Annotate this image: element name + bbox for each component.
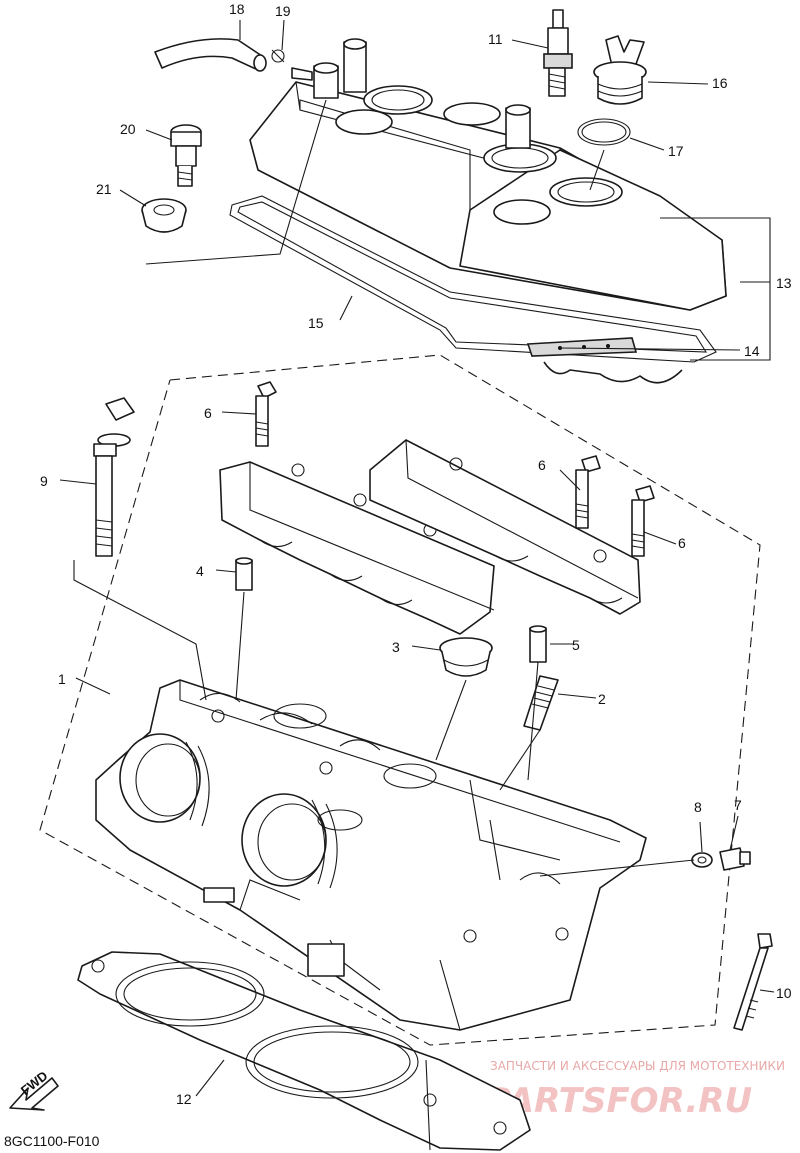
cover-bolt — [170, 124, 202, 187]
callout-6-center: 6 — [538, 457, 546, 473]
holder-bolt-left — [255, 381, 277, 447]
fwd-arrow-icon: FWD — [9, 1068, 59, 1111]
callout-3: 3 — [392, 639, 400, 655]
watermark-top-line: ЗАПЧАСТИ И АКСЕССУАРЫ ДЛЯ МОТОТЕХНИКИ — [490, 1059, 785, 1073]
callout-1: 1 — [58, 671, 66, 687]
diagram-code: 8GC1100-F010 — [4, 1133, 100, 1149]
hose-clip — [271, 49, 285, 63]
callout-8: 8 — [694, 799, 702, 815]
cylinder-head — [95, 679, 647, 1031]
callout-6-left: 6 — [204, 405, 212, 421]
callout-15: 15 — [308, 315, 324, 331]
callout-20: 20 — [120, 121, 136, 137]
holder-bolt-right — [631, 485, 655, 557]
cover-gasket — [229, 195, 717, 384]
callout-16: 16 — [712, 75, 728, 91]
spark-plug — [543, 9, 573, 97]
gasket-plate — [526, 337, 638, 357]
damper-grommet — [141, 198, 187, 233]
dowel-pin-left — [235, 557, 253, 591]
callout-18: 18 — [229, 1, 245, 17]
callout-19: 19 — [275, 3, 291, 19]
callout-6-right: 6 — [678, 535, 686, 551]
callout-11: 11 — [488, 31, 503, 47]
callout-numbers: 18 19 11 16 17 20 21 13 14 15 6 6 6 9 4 … — [40, 1, 792, 1107]
callout-10: 10 — [776, 985, 792, 1001]
stud-bolt — [93, 397, 135, 557]
callout-7: 7 — [734, 797, 742, 813]
holder-bolt-center — [575, 455, 601, 529]
callout-5: 5 — [572, 637, 580, 653]
leader-lines — [59, 19, 775, 1151]
long-bolt — [733, 933, 773, 1031]
callout-17: 17 — [668, 143, 684, 159]
camshaft-cap-exhaust — [369, 439, 641, 615]
camshaft-cap-intake — [219, 461, 495, 635]
spark-plug-sleeve — [523, 675, 559, 731]
plug — [439, 637, 493, 677]
callout-2: 2 — [598, 691, 606, 707]
washer — [691, 852, 713, 868]
callout-14: 14 — [744, 343, 760, 359]
callout-12: 12 — [176, 1091, 192, 1107]
watermark-logo: PARTSFOR.RU — [486, 1081, 752, 1121]
callout-4: 4 — [196, 563, 204, 579]
cylinder-head-cover — [249, 38, 727, 311]
head-gasket — [77, 951, 531, 1151]
callout-9: 9 — [40, 473, 48, 489]
assembly-boundary-dashed — [39, 354, 761, 1046]
callout-13: 13 — [776, 275, 792, 291]
filler-cap-o-ring — [577, 118, 631, 146]
drain-bolt — [719, 847, 751, 871]
callout-21: 21 — [96, 181, 112, 197]
breather-hose — [154, 38, 267, 72]
dowel-pin-right — [529, 625, 547, 663]
oil-filler-cap — [593, 35, 647, 105]
